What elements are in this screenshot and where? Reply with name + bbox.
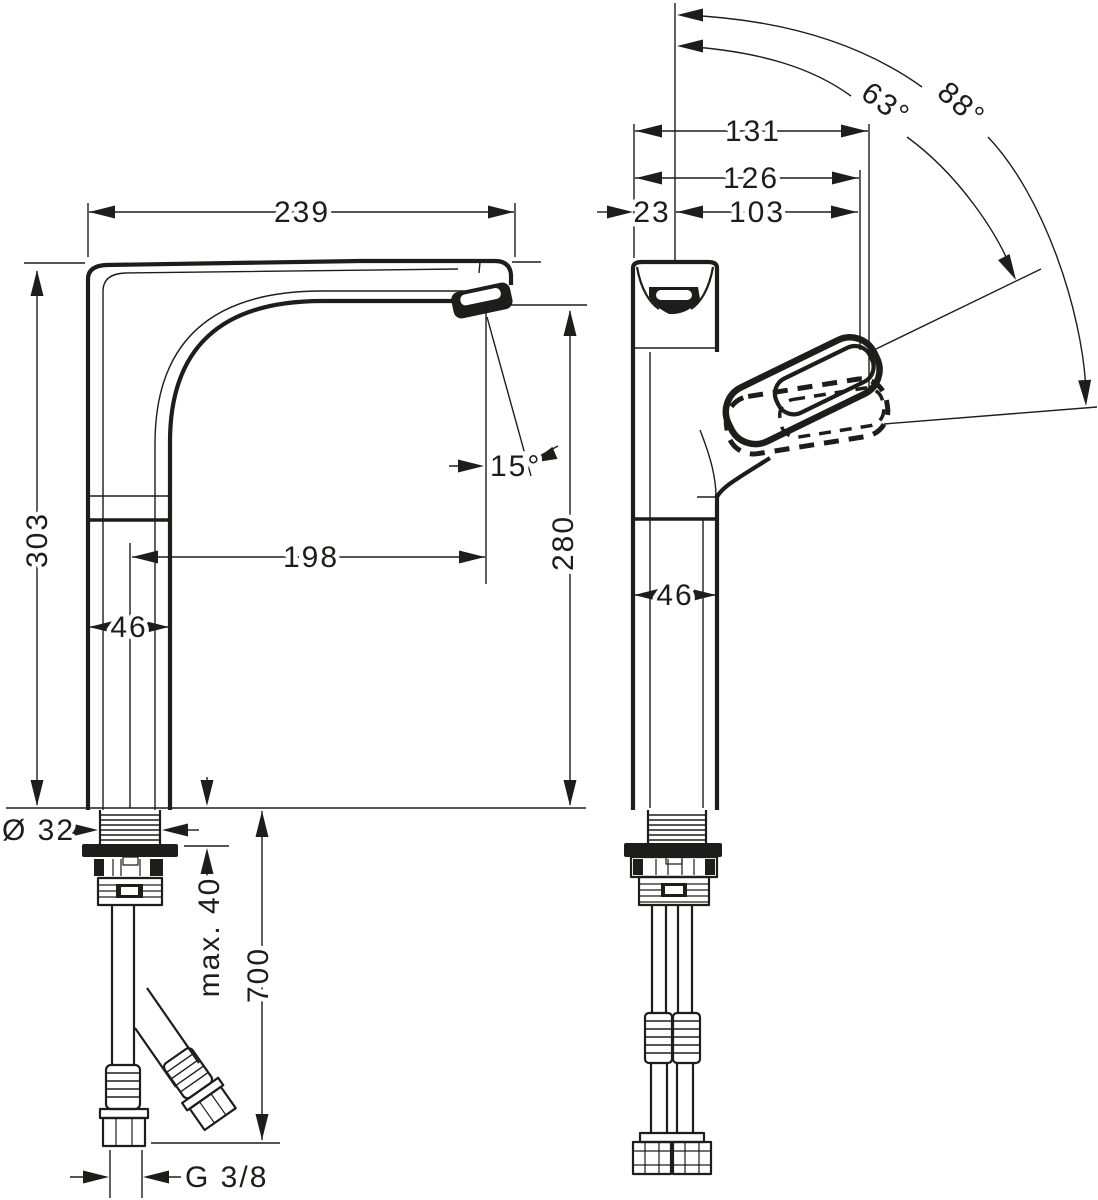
dim-outlet-height: 280 bbox=[502, 304, 587, 806]
front-shank-threads bbox=[648, 814, 706, 841]
handle-dashed-position bbox=[723, 376, 891, 457]
front-supply-hoses bbox=[631, 905, 713, 1176]
side-view: 239 303 198 46 15° bbox=[0, 192, 587, 1199]
side-mounting-hardware bbox=[82, 810, 178, 907]
side-faucet-outline bbox=[85, 258, 541, 810]
dim-front-offset-label: 23 bbox=[633, 196, 670, 229]
dim-overall-depth: 131 bbox=[633, 111, 870, 388]
dim-front-offset: 23 bbox=[597, 192, 673, 234]
dim-overall-depth-label: 131 bbox=[725, 115, 781, 148]
front-mounting-flange bbox=[624, 843, 722, 857]
dim-spout-reach: 239 bbox=[87, 192, 516, 257]
side-shank-threads bbox=[100, 814, 160, 841]
dim-handle-angle-open-label: 63° bbox=[855, 76, 916, 133]
dim-spout-angle-label: 15° bbox=[490, 450, 541, 483]
dim-hose-length: 700 bbox=[151, 811, 280, 1144]
dim-handle-depth: 126 bbox=[635, 158, 861, 350]
dim-body-width-front-label: 46 bbox=[656, 579, 693, 612]
dim-outlet-height-label: 280 bbox=[547, 515, 580, 571]
dim-max-mounting-thickness-label: max. 40 bbox=[193, 877, 226, 998]
dim-body-width-front: 46 bbox=[633, 575, 717, 617]
dim-body-width-side: 46 bbox=[88, 607, 170, 649]
dim-shank-diameter: Ø 32 bbox=[0, 810, 199, 852]
side-spout-aerator bbox=[451, 282, 513, 319]
dim-total-height-label: 303 bbox=[21, 512, 54, 568]
front-mounting-hardware bbox=[624, 810, 722, 907]
front-faucet-outline bbox=[630, 259, 772, 810]
dim-handle-depth-label: 126 bbox=[723, 162, 779, 195]
dim-outlet-reach-label: 198 bbox=[283, 541, 339, 574]
dim-outlet-reach: 198 bbox=[132, 537, 485, 579]
handle-solid-position bbox=[722, 334, 883, 448]
dim-hose-length-label: 700 bbox=[242, 947, 275, 1003]
dim-handle-reach: 103 bbox=[676, 192, 858, 234]
side-supply-hose-angled bbox=[134, 987, 237, 1132]
dim-max-mounting-thickness: max. 40 bbox=[184, 777, 231, 1002]
front-view: 131 126 23 103 46 bbox=[597, 3, 1098, 1176]
dim-thread-size-label: G 3/8 bbox=[185, 1161, 268, 1194]
dim-body-width-side-label: 46 bbox=[110, 611, 147, 644]
front-spout-aerator bbox=[649, 287, 700, 315]
side-mounting-flange bbox=[82, 844, 178, 857]
dim-handle-angle-max-label: 88° bbox=[931, 76, 991, 135]
dim-shank-diameter-label: Ø 32 bbox=[2, 814, 75, 847]
dim-spout-reach-label: 239 bbox=[274, 196, 330, 229]
dim-handle-reach-label: 103 bbox=[729, 196, 785, 229]
side-supply-hose-straight bbox=[98, 905, 150, 1148]
dim-spout-angle: 15° bbox=[449, 302, 559, 584]
dim-thread-size: G 3/8 bbox=[70, 1150, 271, 1199]
dim-total-height: 303 bbox=[17, 262, 85, 806]
